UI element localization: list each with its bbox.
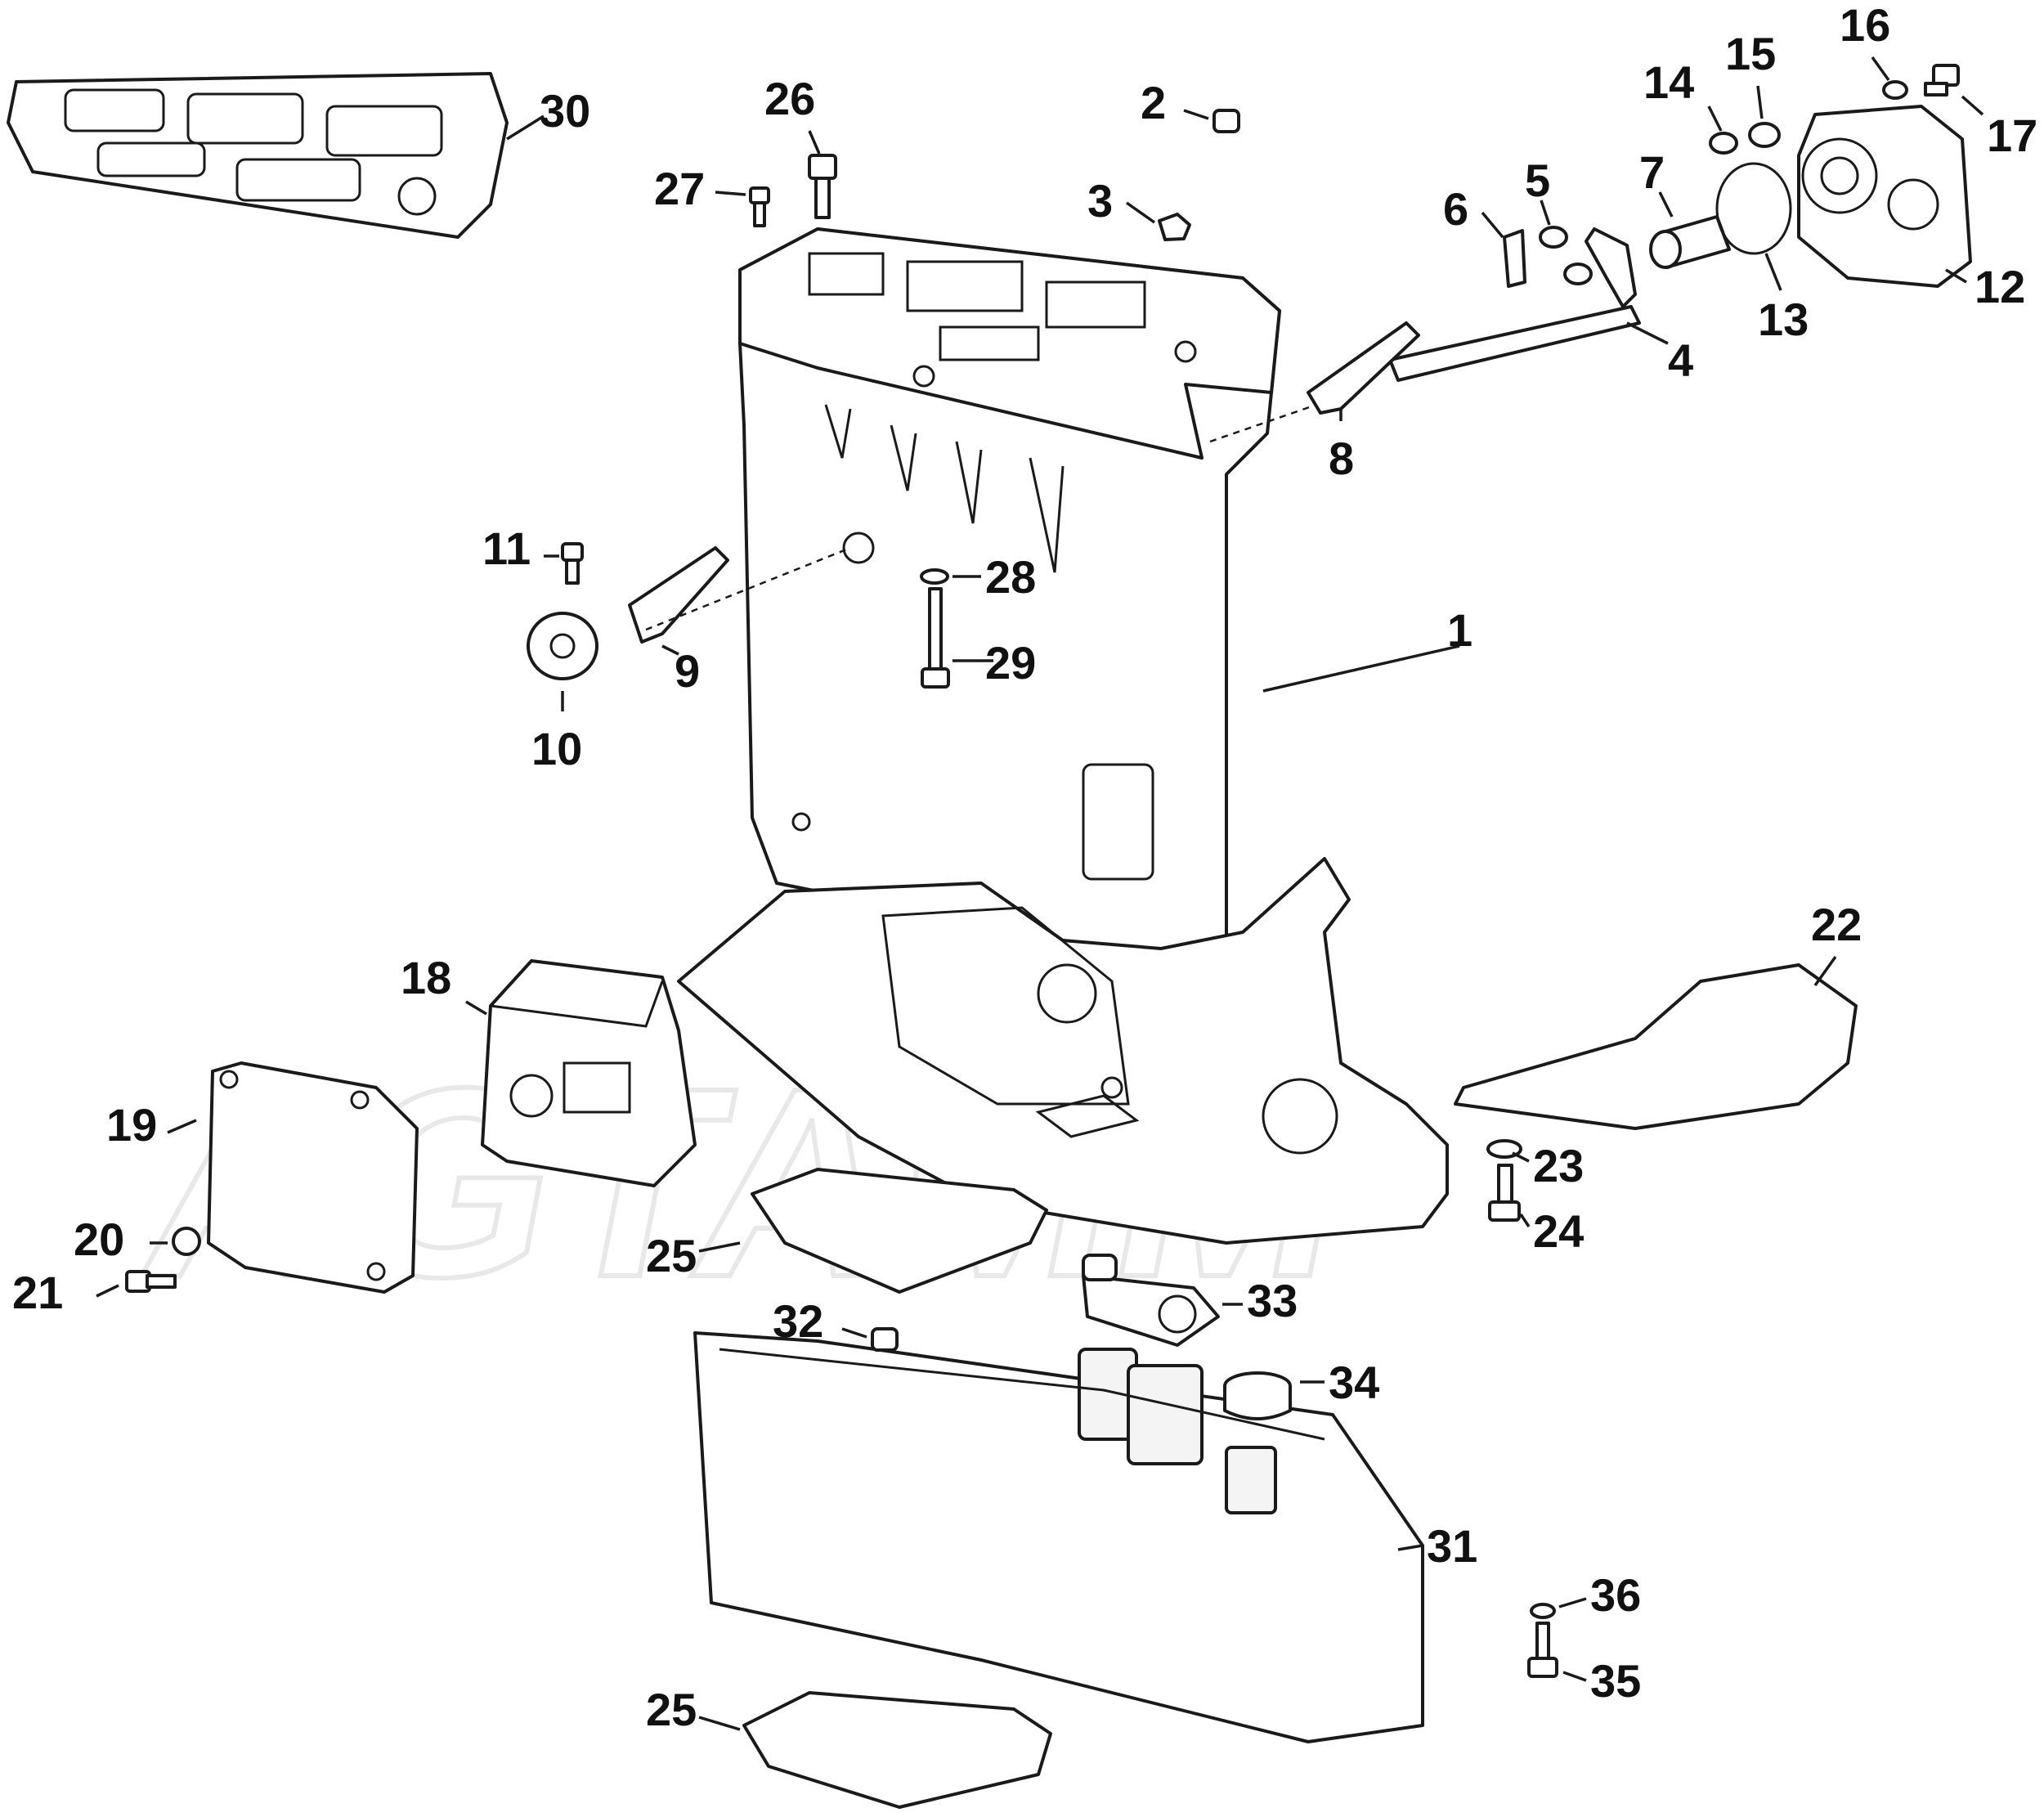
callout-10: 10 [531,723,582,774]
callout-23: 23 [1533,1140,1584,1191]
callout-14: 14 [1643,56,1694,108]
part-29-bolt [921,587,950,689]
callout-30: 30 [540,85,590,137]
callout-5: 5 [1525,155,1550,206]
part-31-lower-housing [693,1331,1424,1743]
part-17-bolt [1924,64,1960,96]
part-7-bushing [1649,215,1731,269]
callout-26: 26 [764,73,815,124]
callout-11: 11 [482,523,531,574]
part-20-washer [172,1227,201,1256]
callout-8: 8 [1329,433,1354,484]
part-6-pin [1503,229,1526,288]
part-34-cap [1223,1371,1292,1420]
callout-3: 3 [1087,175,1113,227]
part-2 [1213,109,1240,133]
callout-6: 6 [1443,183,1468,235]
callout-4: 4 [1668,334,1693,386]
callout-13: 13 [1758,294,1809,345]
part-16-washer [1882,80,1908,100]
callout-12: 12 [1975,261,2025,312]
part-35-bolt [1527,1622,1558,1678]
callout-29: 29 [985,637,1036,689]
part-15 [1748,122,1781,148]
leader-lines [96,56,1984,1731]
callout-20: 20 [74,1214,124,1265]
callout-18: 18 [401,952,451,1003]
part-36-washer [1530,1603,1556,1619]
callout-27: 27 [654,163,705,214]
callout-7: 7 [1639,146,1665,198]
part-13-o-ring [1715,162,1792,255]
part-32 [871,1327,899,1352]
callout-21: 21 [12,1267,63,1318]
part-18-mount [481,959,697,1187]
part-26-bolt [808,154,837,219]
callout-1: 1 [1447,604,1472,656]
callout-9: 9 [675,645,700,697]
callout-35: 35 [1590,1655,1641,1707]
part-25-seal-lower [742,1691,1052,1809]
callout-17: 17 [1987,110,2037,161]
part-9-lever [628,546,729,644]
callout-24: 24 [1533,1205,1584,1257]
part-11-screw [561,542,584,585]
callout-labels: 1 2 3 4 5 6 7 8 9 10 11 12 13 14 15 16 1… [12,0,2037,1735]
callout-15: 15 [1725,28,1776,79]
part-10-collar [527,612,598,680]
part-1-housing [677,227,1449,1245]
alignment-line-8 [1209,403,1317,443]
callout-34: 34 [1329,1357,1379,1408]
callout-32: 32 [773,1295,823,1347]
callout-33: 33 [1247,1275,1298,1326]
callout-16: 16 [1840,0,1890,51]
callout-28: 28 [985,551,1036,603]
part-21-bolt [125,1270,177,1293]
callout-36: 36 [1590,1569,1641,1621]
part-3 [1158,213,1191,241]
part-24-bolt [1488,1164,1521,1222]
part-33-plate [1082,1254,1220,1347]
part-30-gasket [7,72,509,239]
callout-19: 19 [106,1099,157,1151]
callout-25-upper: 25 [646,1230,697,1281]
part-8-lever [1307,321,1420,415]
part-25-seal-upper [751,1168,1048,1294]
part-12-actuator [1797,105,1972,288]
callout-31: 31 [1427,1520,1477,1572]
callout-22: 22 [1811,899,1862,950]
callout-2: 2 [1141,77,1166,128]
part-4-shaft [1388,227,1641,382]
part-14 [1709,132,1738,155]
part-27-bolt [749,186,770,227]
callout-25-lower: 25 [646,1684,697,1735]
part-5-clip [1539,226,1593,285]
part-28-washer [920,568,949,585]
part-22-plate [1454,963,1858,1130]
part-19-cover [207,1061,419,1294]
